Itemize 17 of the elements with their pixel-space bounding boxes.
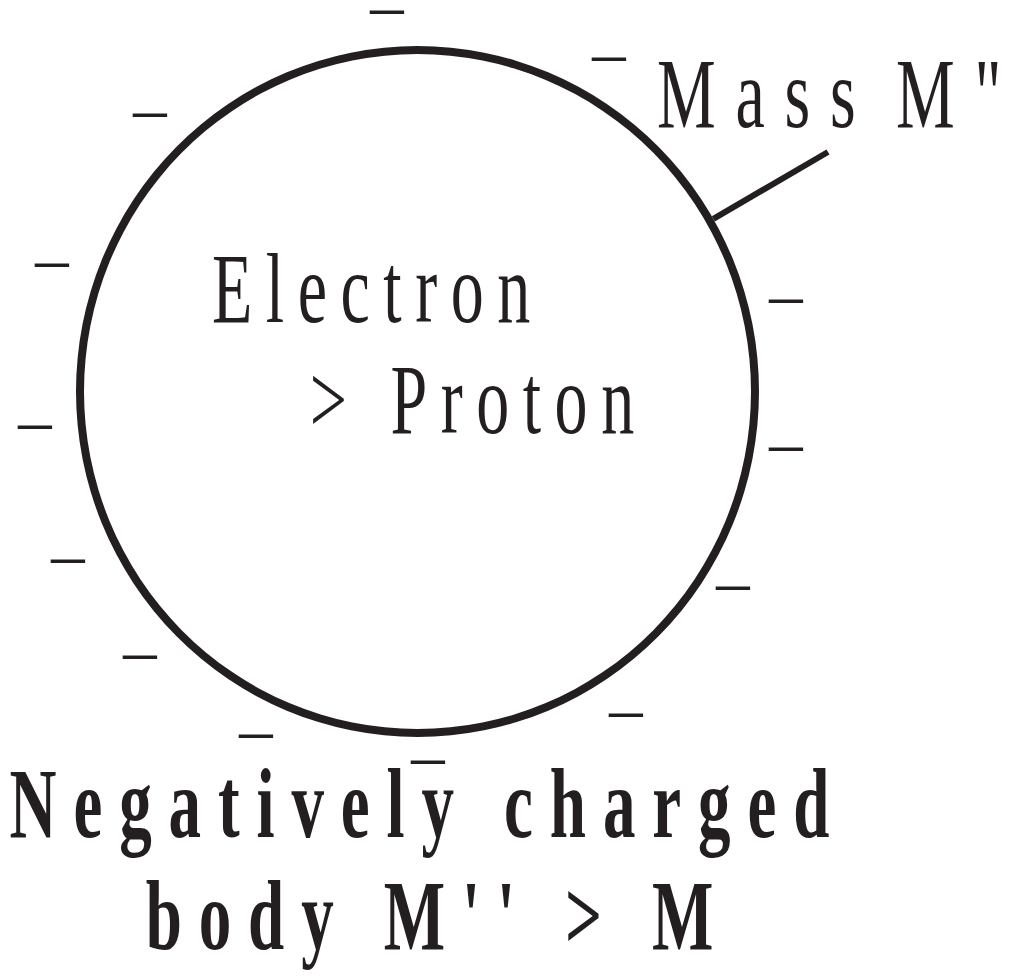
minus-sign: − (235, 733, 277, 739)
caption: Negatively charged body M'' > M (12, 766, 848, 972)
minus-sign: − (765, 446, 807, 452)
minus-sign: − (366, 9, 408, 15)
minus-sign: − (14, 424, 56, 430)
minus-sign: − (765, 298, 807, 304)
circle-label: Electron > Proton (212, 233, 649, 455)
mass-label: Mass M" (657, 39, 1022, 152)
minus-sign: − (119, 654, 161, 660)
minus-sign: − (605, 712, 647, 718)
minus-sign: − (588, 56, 630, 62)
minus-sign: − (407, 759, 449, 765)
minus-sign: − (47, 558, 89, 564)
minus-sign: − (31, 262, 73, 268)
leader-line (711, 149, 830, 222)
minus-sign: − (129, 112, 171, 118)
minus-sign: − (712, 585, 754, 591)
